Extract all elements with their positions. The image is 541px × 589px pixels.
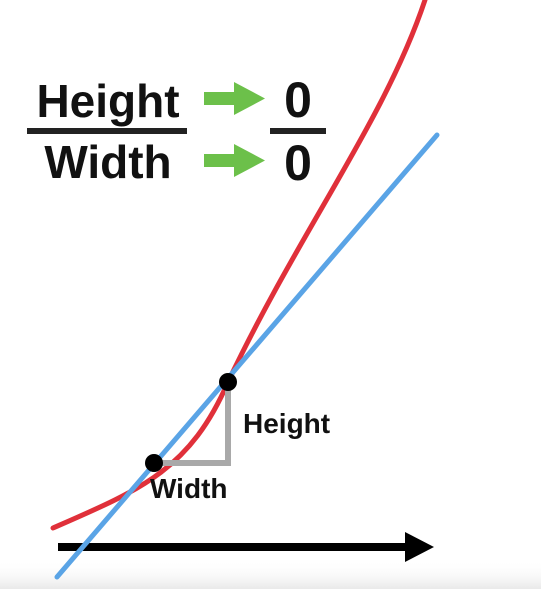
limit-fraction-bar <box>270 128 326 134</box>
point-lower <box>145 454 163 472</box>
numerator-arrow-icon <box>204 82 265 115</box>
denominator-label: Width <box>44 136 171 188</box>
fraction-bar <box>27 128 187 134</box>
point-upper <box>219 373 237 391</box>
x-axis-arrow <box>58 532 434 562</box>
numerator-label: Height <box>36 75 179 127</box>
denominator-arrow-icon <box>204 144 265 177</box>
slope-triangle <box>154 382 231 466</box>
width-label: Width <box>150 473 228 504</box>
denominator-limit: 0 <box>284 135 312 191</box>
bottom-shade <box>0 560 541 589</box>
numerator-limit: 0 <box>284 72 312 128</box>
limit-formula: Height Width 0 0 <box>27 72 326 191</box>
tangent-line <box>54 132 440 580</box>
height-label: Height <box>243 408 330 439</box>
